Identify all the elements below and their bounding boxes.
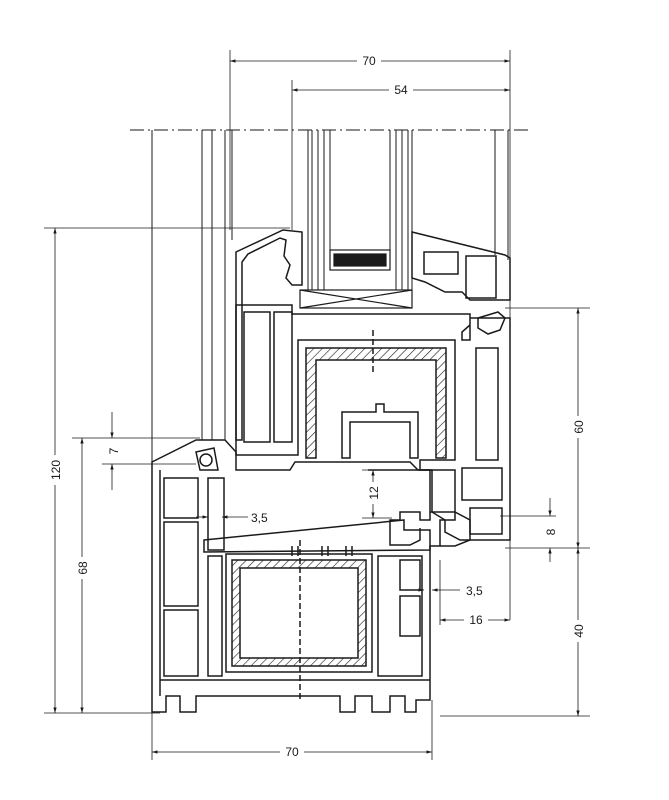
dim-gap-8: 8 — [544, 528, 558, 535]
dim-step-7: 7 — [107, 447, 121, 454]
dim-gap-3-5-left: 3,5 — [251, 511, 268, 525]
frame-profile — [151, 330, 471, 713]
dimension-labels: 70 54 120 68 7 12 3,5 3,5 60 8 40 16 70 — [48, 54, 586, 759]
dim-top-width: 70 — [362, 54, 376, 68]
sash-profile — [235, 229, 511, 541]
dim-lower-40: 40 — [572, 624, 586, 638]
dim-sash-height: 60 — [572, 420, 586, 434]
dim-sash-width: 54 — [394, 83, 408, 97]
dim-bottom-width: 70 — [285, 745, 299, 759]
glazing — [151, 130, 509, 470]
glass-spacer — [299, 249, 413, 309]
dim-gap-12: 12 — [367, 486, 381, 500]
dim-gap-3-5-right: 3,5 — [466, 584, 483, 598]
dim-total-height: 120 — [49, 460, 63, 480]
dim-frame-height: 68 — [76, 561, 90, 575]
dim-offset-16: 16 — [469, 613, 483, 627]
